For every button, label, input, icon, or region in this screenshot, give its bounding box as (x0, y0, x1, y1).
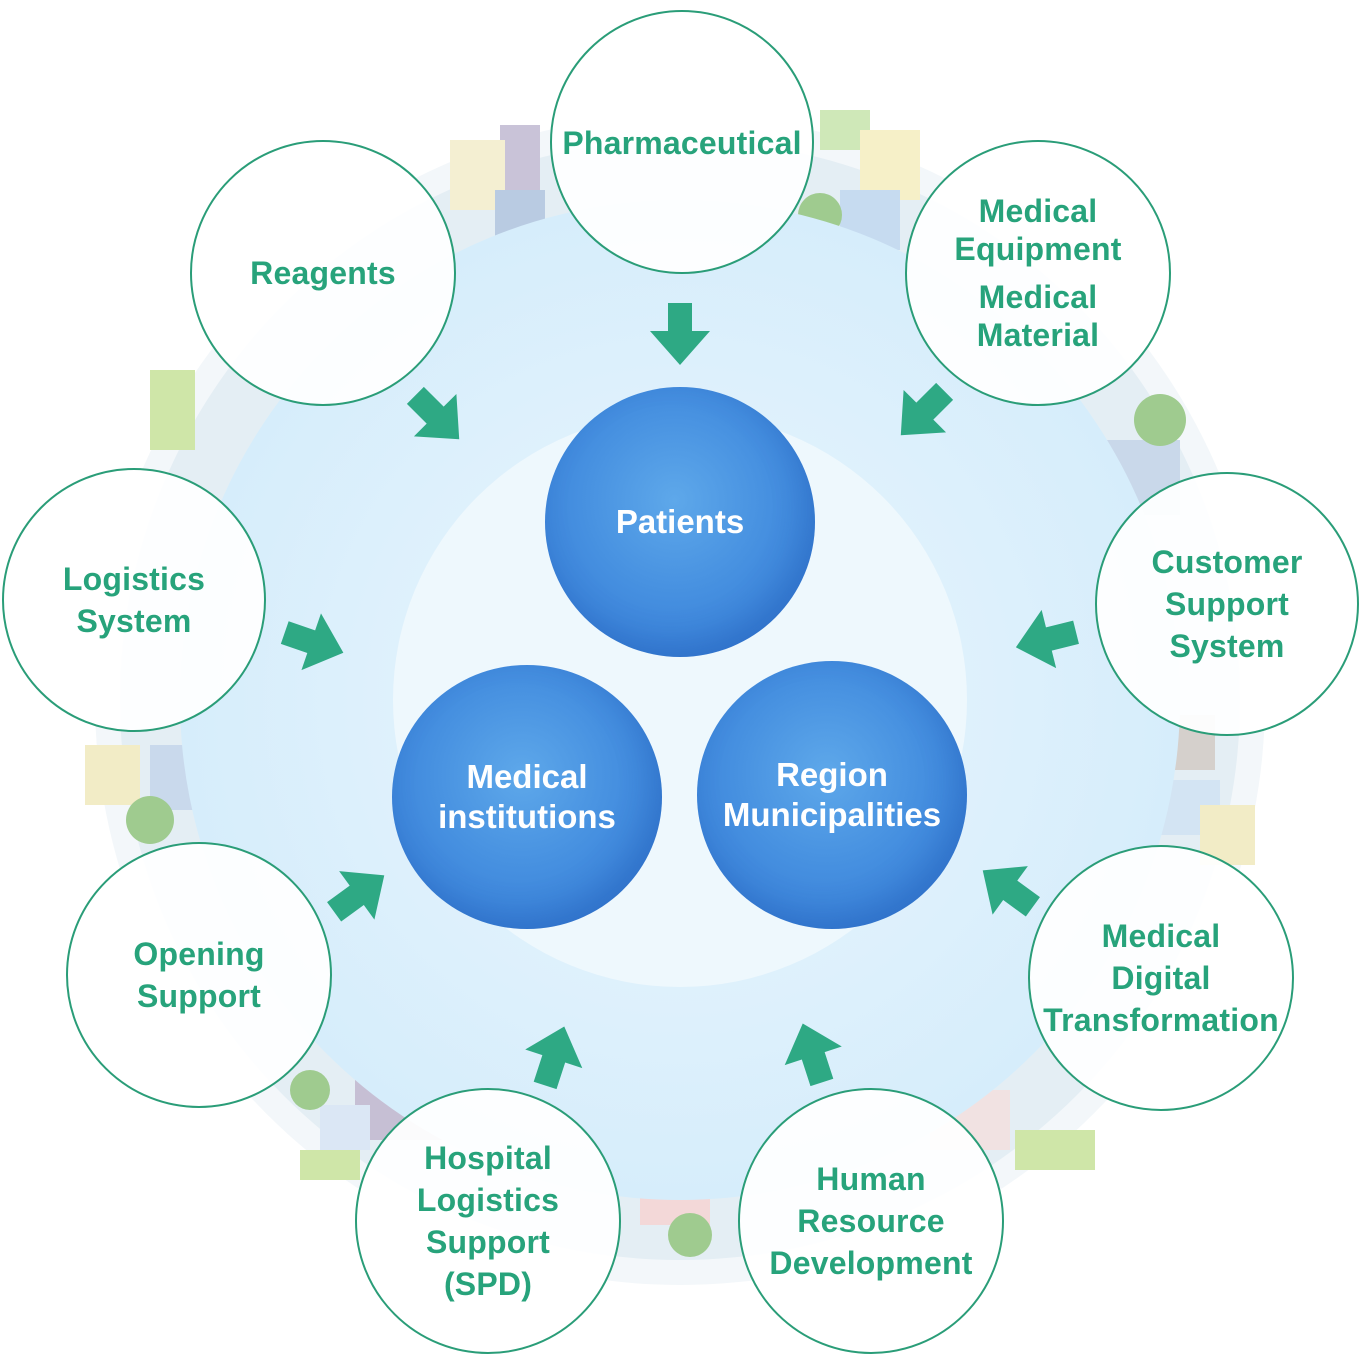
service-human-resource-line-3: Development (769, 1245, 973, 1281)
core-region-line-2: Municipalities (722, 796, 942, 833)
service-logistics-system-line-1: Logistics (62, 561, 206, 597)
service-medical-equipment-line-1: Medical (978, 193, 1098, 229)
service-medical-material-line-2: Material (976, 317, 1100, 353)
service-pharmaceutical-label: Pharmaceutical (562, 125, 802, 161)
service-opening-support-line-1: Opening (133, 936, 265, 972)
service-human-resource-line-2: Resource (797, 1203, 945, 1239)
core-patients: Patients (545, 387, 815, 657)
service-customer-support-line-1: Customer (1151, 544, 1303, 580)
service-pharmaceutical: Pharmaceutical (550, 10, 814, 274)
core-region-line-1: Region (776, 756, 888, 793)
core-medical-institutions-line-2: institutions (438, 798, 616, 835)
service-human-resource-development: Human Resource Development (738, 1088, 1004, 1354)
service-medical-dx-line-3: Transformation (1043, 1002, 1279, 1038)
service-opening-support: Opening Support (66, 842, 332, 1108)
service-hospital-logistics-line-2: Logistics (416, 1182, 560, 1218)
service-logistics-system-line-2: System (76, 603, 192, 639)
service-hospital-logistics-line-4: (SPD) (443, 1266, 533, 1302)
service-customer-support-line-2: Support (1164, 586, 1290, 622)
core-region-municipalities: Region Municipalities (697, 661, 967, 929)
service-logistics-system: Logistics System (2, 468, 266, 732)
service-hospital-logistics-line-1: Hospital (424, 1140, 552, 1176)
service-human-resource-line-1: Human (816, 1161, 926, 1197)
service-medical-dx-line-1: Medical (1101, 918, 1221, 954)
service-reagents-label: Reagents (250, 255, 396, 291)
service-medical-equipment-material: Medical Equipment Medical Material (905, 140, 1171, 406)
service-customer-support-system: Customer Support System (1095, 472, 1359, 736)
service-hospital-logistics-support: Hospital Logistics Support (SPD) (355, 1088, 621, 1354)
service-medical-digital-transformation: Medical Digital Transformation (1028, 845, 1294, 1111)
service-medical-equipment-line-2: Equipment (954, 231, 1122, 267)
core-medical-institutions-line-1: Medical (466, 758, 588, 795)
service-customer-support-line-3: System (1169, 628, 1285, 664)
service-opening-support-line-2: Support (136, 978, 262, 1014)
service-medical-material-line-1: Medical (978, 279, 1098, 315)
core-medical-institutions: Medical institutions (392, 665, 662, 929)
service-reagents: Reagents (190, 140, 456, 406)
service-hospital-logistics-line-3: Support (425, 1224, 551, 1260)
core-patients-label: Patients (615, 503, 745, 540)
service-medical-dx-line-2: Digital (1111, 960, 1211, 996)
